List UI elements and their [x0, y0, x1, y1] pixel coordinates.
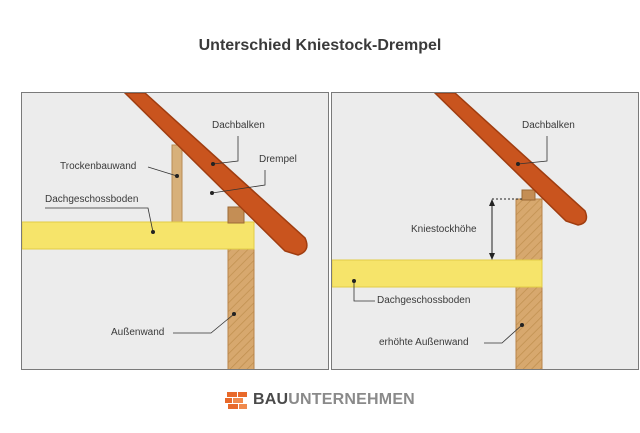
trockenbauwand-stud — [171, 144, 183, 224]
leader-drempel — [211, 170, 266, 194]
right-diagram-panel: Dachbalken Kniestockhöhe Dachgeschossbod… — [331, 92, 639, 370]
leader-dachgeschossboden-right — [353, 281, 375, 302]
leader-trockenbauwand — [147, 166, 178, 177]
kniestock-block — [521, 189, 536, 201]
marker-dachbalken-right — [516, 162, 520, 166]
dachgeschossboden-slab-right — [332, 259, 543, 288]
leader-dachgeschossboden — [45, 207, 154, 233]
marker-erhoehte-aussenwand — [520, 323, 524, 327]
left-diagram-panel: Dachbalken Trockenbauwand Drempel Dachge… — [21, 92, 329, 370]
aussenwand-wall — [227, 247, 255, 369]
label-trockenbauwand: Trockenbauwand — [60, 161, 137, 172]
marker-drempel — [210, 191, 214, 195]
leader-dachbalken — [212, 136, 239, 165]
dachbalken-beam — [123, 93, 308, 256]
label-kniestockhoehe: Kniestockhöhe — [411, 224, 477, 235]
label-dachbalken-right: Dachbalken — [522, 120, 575, 131]
kniestock-arrow-bottom — [489, 253, 495, 260]
label-erhoehte-aussenwand: erhöhte Außenwand — [379, 337, 469, 348]
label-drempel: Drempel — [259, 154, 297, 165]
label-dachbalken: Dachbalken — [212, 120, 265, 131]
leader-dachbalken-right — [517, 136, 548, 165]
marker-trockenbauwand — [175, 174, 179, 178]
brick-logo-icon — [225, 392, 248, 409]
label-dachgeschossboden: Dachgeschossboden — [45, 194, 139, 205]
leader-erhoehte-aussenwand — [484, 324, 523, 344]
marker-aussenwand — [232, 312, 236, 316]
dachbalken-beam-right — [433, 93, 588, 226]
label-dachgeschossboden-right: Dachgeschossboden — [377, 295, 471, 306]
marker-dachbalken — [211, 162, 215, 166]
drempel-block — [227, 206, 245, 224]
left-diagram-svg — [22, 93, 308, 369]
brand-logo: BAUUNTERNEHMEN — [0, 388, 640, 412]
marker-dachgeschossboden-right — [352, 279, 356, 283]
leader-aussenwand — [173, 313, 235, 334]
page-title: Unterschied Kniestock-Drempel — [198, 37, 442, 54]
right-diagram-svg — [332, 93, 588, 369]
dachgeschossboden-slab — [22, 221, 255, 250]
marker-dachgeschossboden — [151, 230, 155, 234]
logo-text-unternehmen: UNTERNEHMEN — [288, 391, 415, 408]
kniestock-arrow-top — [489, 199, 495, 206]
logo-text-bau: BAU — [253, 391, 289, 408]
label-aussenwand: Außenwand — [111, 327, 165, 338]
